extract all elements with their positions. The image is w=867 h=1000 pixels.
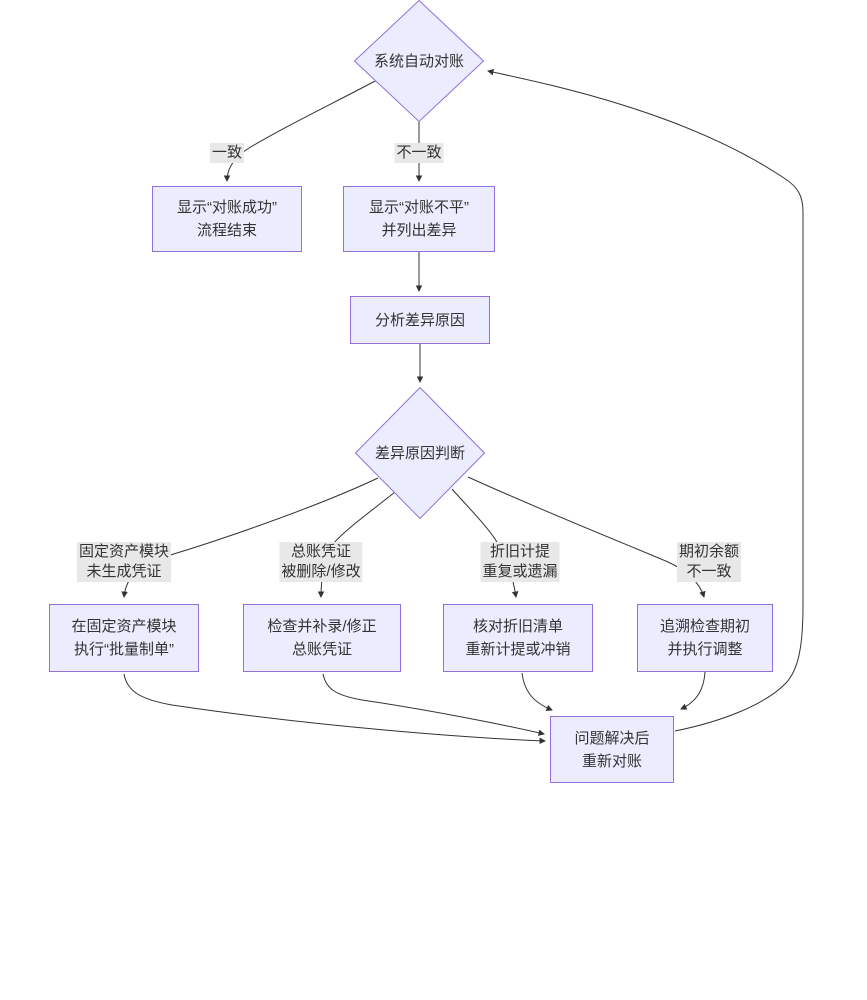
node-trace: 追溯检查期初 并执行调整 — [637, 604, 773, 672]
edge-label-opening-balance: 期初余额 不一致 — [676, 542, 742, 582]
node-analyze: 分析差异原因 — [350, 296, 490, 344]
edge-label-fixed-asset: 固定资产模块 未生成凭证 — [76, 542, 172, 582]
diamond-shape — [354, 0, 484, 122]
node-resolve: 问题解决后 重新对账 — [550, 716, 674, 783]
node-verify: 核对折旧清单 重新计提或冲销 — [443, 604, 593, 672]
node-judge-label: 差异原因判断 — [374, 444, 465, 462]
edge-label-depreciation: 折旧计提 重复或遗漏 — [480, 542, 560, 582]
edge-check-resolve — [322, 673, 545, 736]
node-unbalanced: 显示“对账不平” 并列出差异 — [343, 186, 495, 252]
edge-resolve-start-loop — [487, 68, 804, 732]
edge-verify-resolve — [521, 672, 553, 711]
node-start-label: 系统自动对账 — [373, 52, 464, 70]
diamond-shape — [355, 387, 485, 519]
node-batch: 在固定资产模块 执行“批量制单” — [49, 604, 199, 672]
edge-start-success — [223, 78, 380, 182]
node-start-decision: 系统自动对账 — [354, 0, 484, 122]
node-judge-decision: 差异原因判断 — [355, 387, 485, 519]
edge-label-gl-voucher: 总账凭证 被删除/修改 — [279, 542, 363, 582]
edge-batch-resolve — [123, 673, 546, 745]
edge-label-consistent: 一致 — [209, 143, 245, 163]
edge-trace-resolve — [680, 671, 706, 710]
node-check: 检查并补录/修正 总账凭证 — [243, 604, 401, 672]
edge-label-inconsistent: 不一致 — [394, 143, 444, 163]
node-success: 显示“对账成功” 流程结束 — [152, 186, 302, 252]
